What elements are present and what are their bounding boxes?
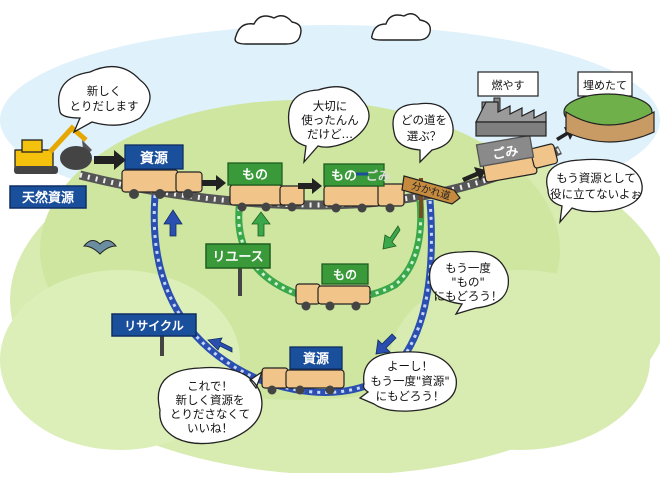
svg-text:ごみ: ごみ	[491, 143, 519, 163]
svg-text:よーし！: よーし！	[387, 359, 433, 373]
svg-text:選ぶ？: 選ぶ？	[407, 129, 442, 143]
svg-text:だけど…: だけど…	[307, 127, 353, 141]
cloud-right	[371, 13, 431, 41]
train-gomi: ごみ	[475, 134, 559, 183]
arrow-to-thing-2	[298, 178, 322, 194]
svg-text:どの道を: どの道を	[401, 113, 447, 127]
svg-text:にもどろう！: にもどろう！	[376, 389, 445, 403]
svg-text:とりださなくて: とりださなくて	[170, 407, 250, 421]
svg-text:役に立てないよぉ: 役に立てないよぉ	[550, 187, 642, 201]
arrow-to-thing-1	[202, 175, 226, 191]
natural-resources-label: 天然資源	[22, 190, 74, 206]
natural-resources-sign: 天然資源	[9, 185, 87, 209]
recycle-sign: リサイクル	[111, 313, 197, 356]
train-resource-bottom: 資源	[261, 346, 345, 395]
svg-text:もう一度: もう一度	[445, 261, 491, 275]
svg-text:もの: もの	[242, 168, 268, 183]
svg-text:新しく: 新しく	[87, 84, 122, 98]
svg-text:大切に: 大切に	[313, 99, 348, 113]
svg-text:ごみ: ごみ	[366, 168, 390, 183]
bubble-careful: 大切に 使ったんん だけど…	[287, 86, 370, 165]
arrow-excavator	[94, 150, 126, 170]
svg-text:もの: もの	[331, 169, 357, 184]
svg-text:新しく資源を: 新しく資源を	[176, 393, 245, 407]
bubble-back-to-thing: もう一度 "もの" にもどろう！	[428, 250, 510, 316]
bubble-useless: もう資源として 役に立てないよぉ	[546, 158, 643, 225]
svg-text:リユース: リユース	[212, 250, 263, 265]
svg-text:"もの": "もの"	[451, 275, 485, 289]
bubble-no-need-new: これで！ 新しく資源を とりださなくて いいね！	[157, 366, 264, 445]
arrow-to-gomi	[462, 167, 486, 182]
svg-text:これで！: これで！	[187, 379, 233, 393]
arrow-recycle-up	[163, 209, 183, 237]
svg-text:資源: 資源	[303, 351, 329, 367]
svg-text:いいね！: いいね！	[187, 421, 233, 435]
svg-text:リサイクル: リサイクル	[124, 319, 183, 333]
svg-text:もう一度"資源": もう一度"資源"	[370, 374, 449, 388]
train-thing-2: もの ごみ	[323, 163, 405, 213]
svg-text:燃やす: 燃やす	[492, 78, 525, 92]
reuse-sign: リユース	[205, 243, 271, 296]
train-thing-reuse: もの	[295, 263, 371, 311]
svg-text:埋めたて: 埋めたて	[583, 79, 627, 92]
arrow-reuse-up	[251, 211, 271, 237]
landfill-icon: 埋めたて	[563, 71, 655, 143]
bubble-new-take: 新しく とりだします	[58, 65, 151, 134]
svg-text:とりだします: とりだします	[70, 99, 139, 113]
crossroads-sign: 分かれ道	[401, 175, 461, 218]
svg-text:資源: 資源	[140, 150, 168, 167]
svg-text:使ったんん: 使ったんん	[301, 113, 359, 127]
svg-text:もの: もの	[333, 268, 357, 282]
factory-icon: 燃やす	[475, 71, 547, 137]
recycle-track	[150, 194, 435, 396]
arrow-recycle-down	[375, 333, 397, 355]
excavator-icon	[14, 124, 92, 174]
arrow-recycle-left	[207, 337, 233, 353]
arrow-reuse-down	[382, 225, 401, 250]
svg-text:にもどろう！: にもどろう！	[434, 289, 503, 303]
svg-text:もう資源として: もう資源として	[556, 171, 636, 185]
bubble-which-road: どの道を 選ぶ？	[392, 102, 454, 164]
cloud-left	[234, 15, 302, 45]
bubble-back-to-resource: よーし！ もう一度"資源" にもどろう！	[358, 351, 457, 412]
bird-icon	[82, 240, 118, 255]
train-thing-1: もの	[227, 162, 305, 212]
